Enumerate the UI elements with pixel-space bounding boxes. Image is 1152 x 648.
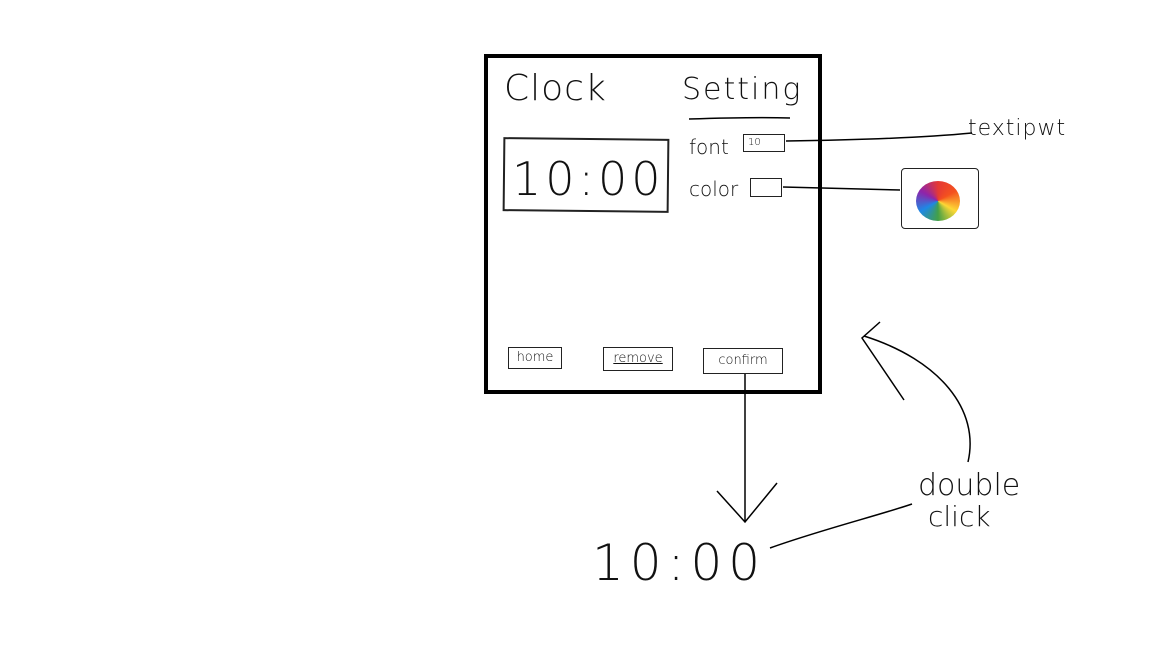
setting-underline [688, 116, 791, 120]
window-title: Clock [504, 68, 607, 109]
double-click-annotation-line1: double [918, 468, 1021, 503]
color-label: color [689, 177, 739, 201]
clock-preview-time: 10:00 [512, 152, 665, 206]
font-connector-line [785, 132, 973, 142]
confirm-arrow-head [716, 482, 778, 524]
font-size-input[interactable]: 10 [743, 134, 785, 152]
confirm-button[interactable]: confirm [703, 348, 783, 374]
setting-heading: Setting [682, 72, 803, 107]
color-input[interactable] [750, 178, 782, 197]
clock-setting-window [484, 54, 822, 394]
color-wheel-icon[interactable] [916, 181, 960, 221]
remove-button[interactable]: remove [603, 347, 673, 371]
double-click-connector [769, 503, 913, 549]
back-curve-arrow [863, 335, 971, 463]
text-input-annotation: textipwt [968, 116, 1067, 141]
color-connector-line [782, 186, 901, 191]
back-arrow-head [861, 321, 905, 401]
result-clock-time[interactable]: 10:00 [592, 534, 767, 592]
color-picker-popup [901, 168, 979, 229]
font-label: font [689, 135, 729, 159]
home-button[interactable]: home [508, 347, 562, 369]
double-click-annotation-line2: click [928, 500, 991, 533]
